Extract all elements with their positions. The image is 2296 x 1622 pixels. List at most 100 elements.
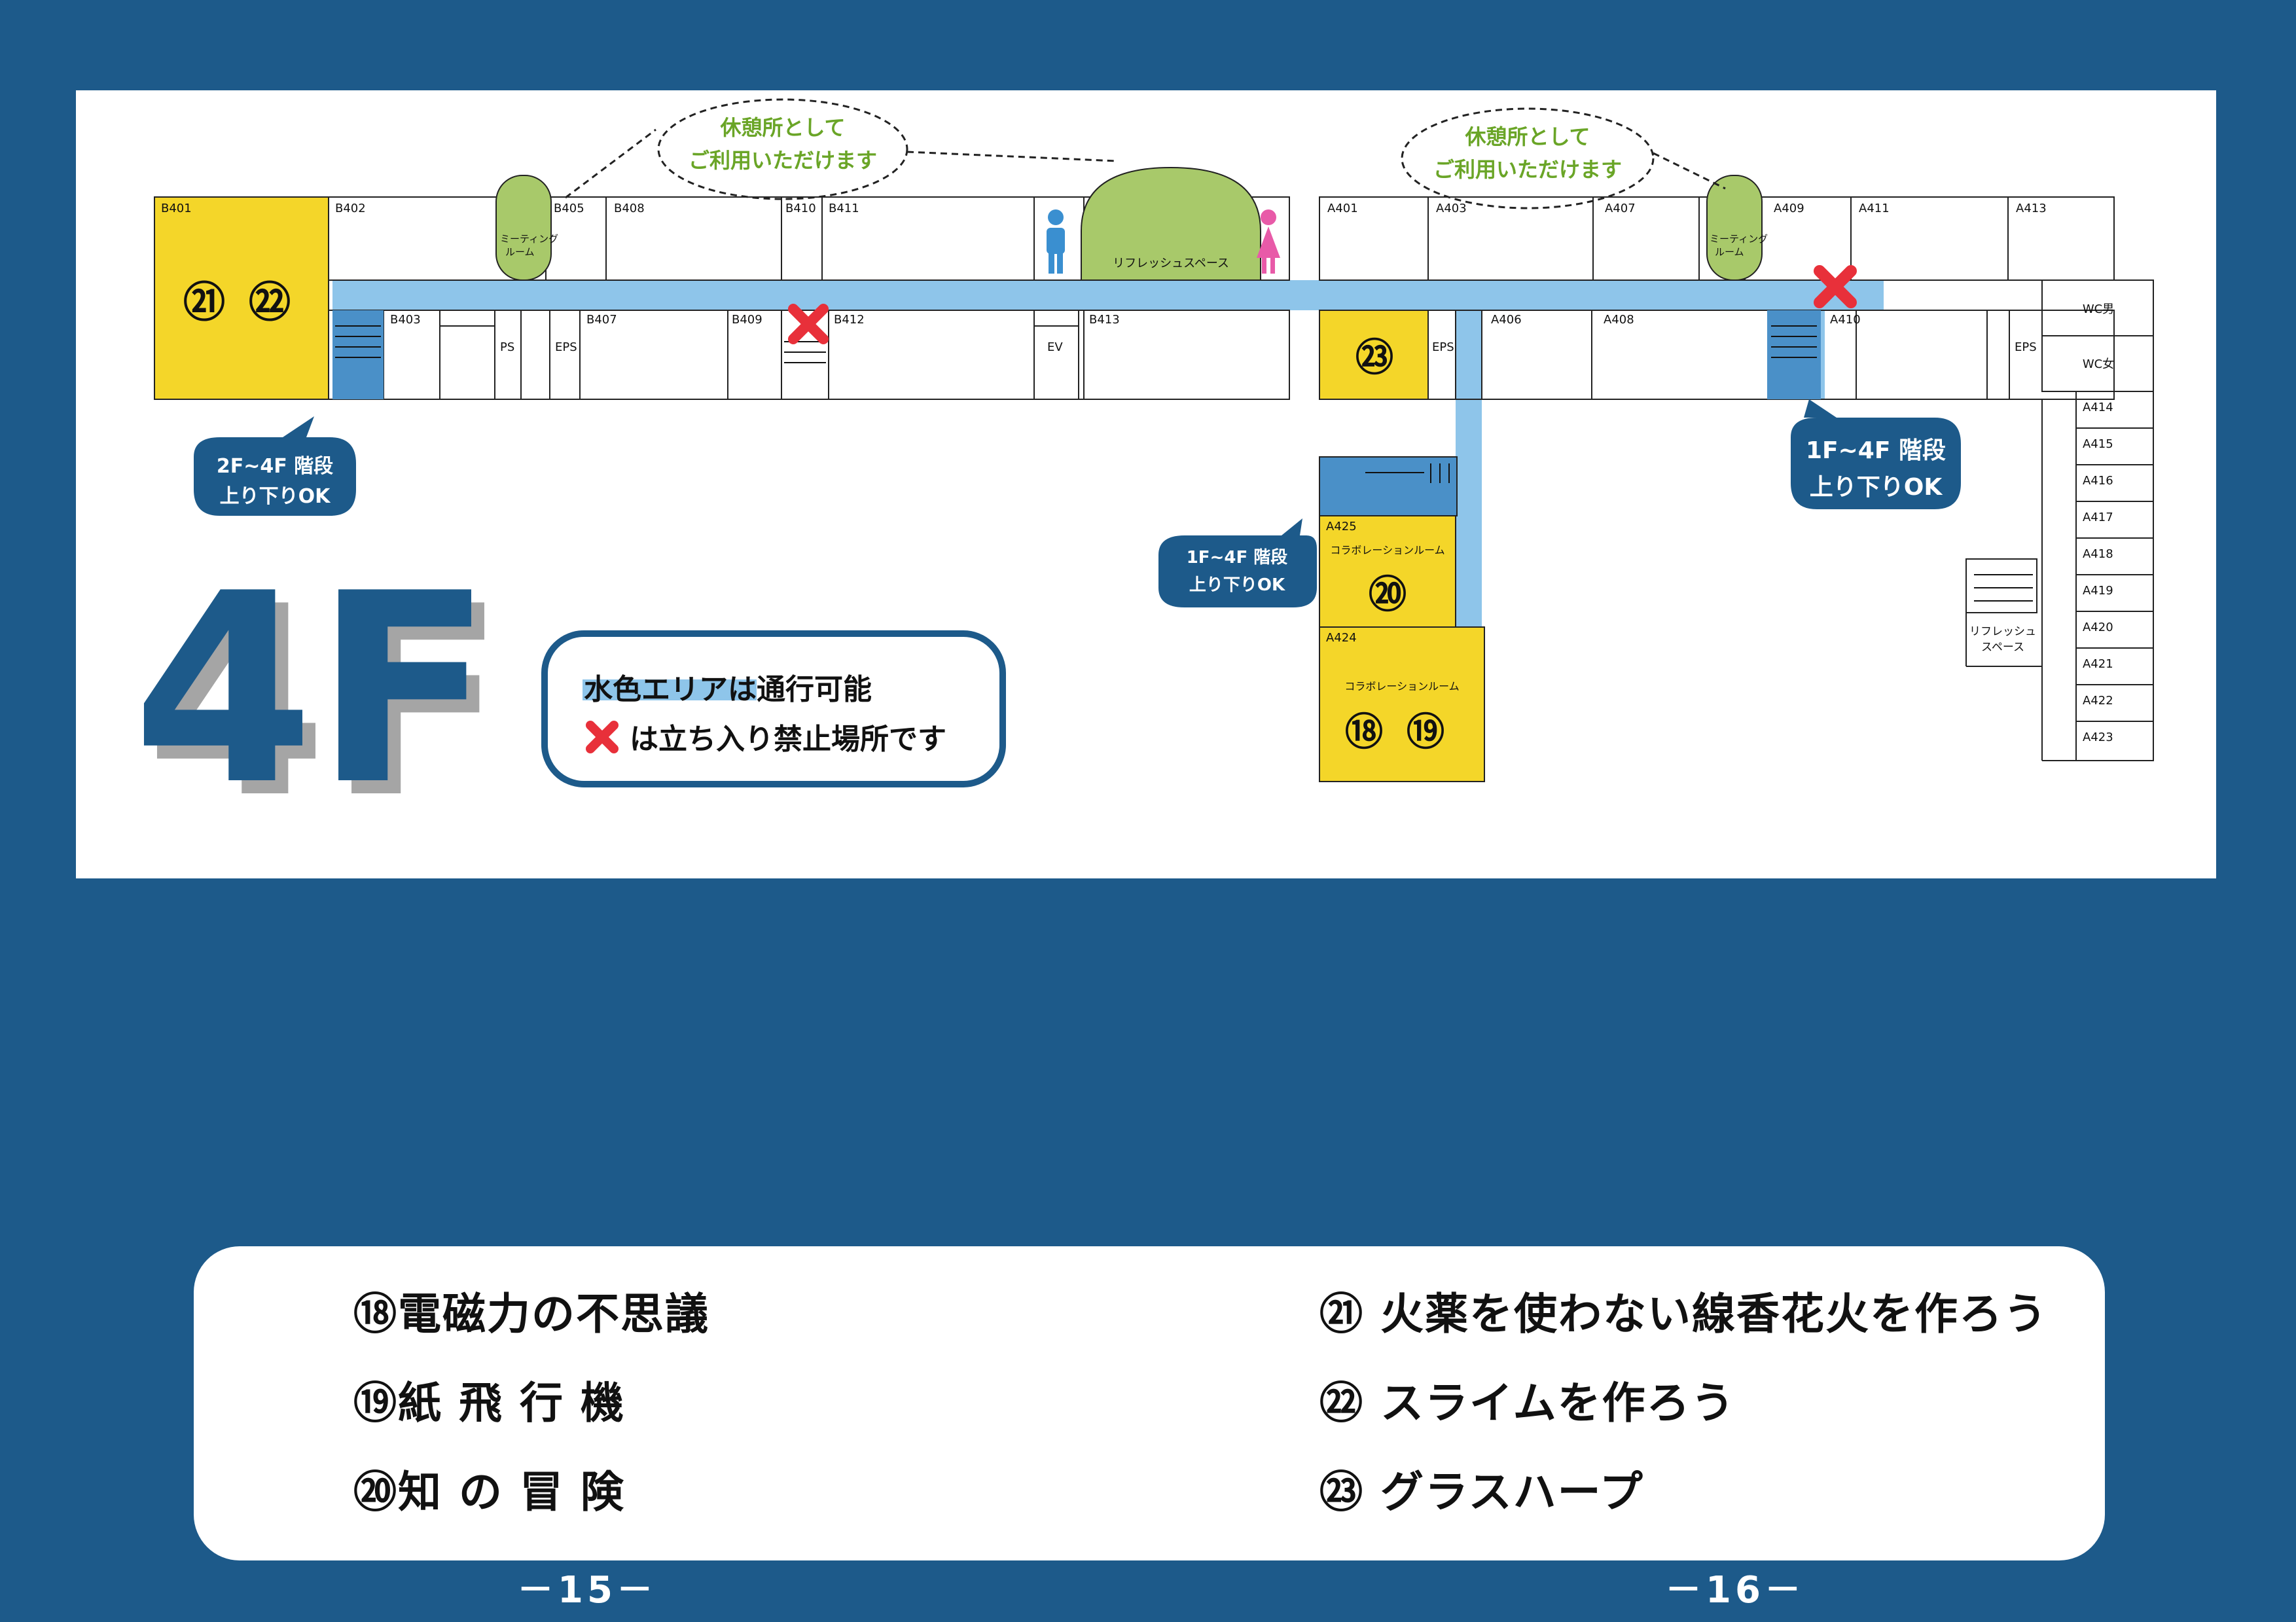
marker-19: ⑲ bbox=[1407, 710, 1444, 754]
room-label-b410: B410 bbox=[785, 202, 816, 215]
room-a425 bbox=[1319, 515, 1456, 628]
room-label-a408: A408 bbox=[1604, 313, 1634, 327]
meeting-room-west bbox=[495, 175, 552, 281]
legend-item-19: ⑲紙 飛 行 機 bbox=[353, 1378, 625, 1428]
room-label-a417: A417 bbox=[2083, 511, 2113, 524]
room-label-b403: B403 bbox=[390, 313, 421, 327]
marker-20: ⑳ bbox=[1369, 572, 1407, 617]
page-number-left: －15－ bbox=[517, 1569, 657, 1612]
floor-title-shadow: 4F bbox=[145, 551, 507, 856]
stairs-bubble-east-shape bbox=[1791, 399, 1961, 509]
stairs-callout-center-line2: 上り下りOK bbox=[1189, 575, 1285, 595]
legend-item-23: ㉓ グラスハープ bbox=[1319, 1467, 1644, 1517]
room-label-a425: A425 bbox=[1326, 520, 1357, 533]
east-wing bbox=[1965, 279, 2154, 761]
room-a424 bbox=[1319, 626, 1485, 782]
stair-hatching bbox=[335, 325, 2033, 602]
stairs-west bbox=[332, 310, 384, 399]
room-label-a401: A401 bbox=[1327, 202, 1358, 215]
refresh-label-center: リフレッシュスペース bbox=[1113, 257, 1229, 270]
room-label-ev: EV bbox=[1047, 340, 1063, 354]
room-label-a419: A419 bbox=[2083, 584, 2113, 598]
marker-22: ㉒ bbox=[249, 279, 291, 327]
room-label-eps-east-b: EPS bbox=[2015, 340, 2037, 354]
passable-highlight bbox=[583, 679, 757, 700]
marker-18: ⑱ bbox=[1345, 710, 1383, 754]
marker-23: ㉓ bbox=[1355, 335, 1393, 380]
room-label-a409: A409 bbox=[1774, 202, 1804, 215]
room-label-a410: A410 bbox=[1830, 313, 1861, 327]
room-label-a424: A424 bbox=[1326, 631, 1357, 645]
collab-label-a424: コラボレーションルーム bbox=[1344, 680, 1459, 693]
room-label-b409: B409 bbox=[732, 313, 762, 327]
room-label-a403: A403 bbox=[1436, 202, 1467, 215]
meeting-room-east bbox=[1706, 175, 1763, 281]
room-label-a407: A407 bbox=[1605, 202, 1636, 215]
meeting-label-west-2: ルーム bbox=[505, 246, 535, 258]
meeting-label-east-1: ミーティング bbox=[1710, 233, 1768, 245]
room-label-a422: A422 bbox=[2083, 694, 2113, 708]
collab-label-a425: コラボレーションルーム bbox=[1330, 544, 1444, 556]
wc-men-label: WC男 bbox=[2083, 302, 2114, 316]
room-label-b411: B411 bbox=[829, 202, 859, 215]
marker-21: ㉑ bbox=[183, 279, 225, 327]
room-label-a420: A420 bbox=[2083, 621, 2113, 634]
stairs-bubble-center-shape bbox=[1158, 518, 1317, 607]
room-label-b407: B407 bbox=[586, 313, 617, 327]
refresh-space-center bbox=[1081, 166, 1261, 281]
room-label-a406: A406 bbox=[1491, 313, 1522, 327]
room-label-a413: A413 bbox=[2016, 202, 2047, 215]
room-label-eps: EPS bbox=[555, 340, 577, 354]
refresh-label-east-2: スペース bbox=[1981, 641, 2024, 654]
rest-callout-east-line1: 休憩所として bbox=[1464, 124, 1590, 149]
room-label-b408: B408 bbox=[614, 202, 645, 215]
stairs-callout-center-line1: 1F~4F 階段 bbox=[1187, 547, 1288, 568]
rest-callout-west-line2: ご利用いただけます bbox=[689, 148, 877, 173]
meeting-label-west-1: ミーティング bbox=[500, 233, 558, 245]
stairs-east bbox=[1767, 310, 1821, 399]
room-label-a416: A416 bbox=[2083, 474, 2113, 488]
floor-title: 4F bbox=[132, 538, 493, 842]
legend-item-20: ⑳知 の 冒 険 bbox=[353, 1467, 625, 1517]
room-label-eps-east-a: EPS bbox=[1432, 340, 1454, 354]
rest-callout-west-line1: 休憩所として bbox=[719, 115, 845, 140]
room-label-a414: A414 bbox=[2083, 401, 2113, 414]
forbidden-mark-a409 bbox=[1814, 265, 1857, 308]
info-passable-text: 水色エリアは通行可能 bbox=[584, 673, 872, 706]
room-label-b412: B412 bbox=[834, 313, 865, 327]
room-a406-venue bbox=[1319, 310, 1429, 400]
room-b401 bbox=[154, 196, 329, 400]
room-label-b401: B401 bbox=[161, 202, 192, 215]
room-label-a418: A418 bbox=[2083, 547, 2113, 561]
corridor-main bbox=[332, 280, 1884, 310]
forbidden-mark-b410 bbox=[788, 304, 829, 344]
stairs-callout-east-line1: 1F~4F 階段 bbox=[1806, 437, 1946, 464]
stairs-callout-west-line2: 上り下りOK bbox=[220, 485, 332, 508]
room-label-b405: B405 bbox=[554, 202, 584, 215]
info-forbidden-text: は立ち入り禁止場所です bbox=[630, 723, 946, 756]
women-restroom-icon bbox=[1257, 209, 1280, 274]
meeting-label-east-2: ルーム bbox=[1715, 246, 1744, 258]
stairs-center bbox=[1319, 456, 1458, 516]
info-forbidden-icon bbox=[586, 721, 619, 753]
floor-title-shadow-text: 4F bbox=[145, 551, 507, 856]
legend-item-21: ㉑ 火薬を使わない線香花火を作ろう bbox=[1319, 1289, 2048, 1339]
info-box bbox=[541, 630, 1006, 787]
room-label-ps: PS bbox=[500, 340, 514, 354]
legend-item-22: ㉒ スライムを作ろう bbox=[1319, 1378, 1736, 1428]
room-label-a411: A411 bbox=[1859, 202, 1890, 215]
legend-panel: ⑱電磁力の不思議 ⑲紙 飛 行 機 ⑳知 の 冒 険 ㉑ 火薬を使わない線香花火… bbox=[194, 1246, 2105, 1560]
page-number-right: －16－ bbox=[1665, 1569, 1805, 1612]
refresh-label-east-1: リフレッシュ bbox=[1969, 625, 2036, 638]
room-label-a423: A423 bbox=[2083, 730, 2113, 744]
room-label-a415: A415 bbox=[2083, 437, 2113, 451]
room-label-b402: B402 bbox=[335, 202, 366, 215]
wc-women-label: WC女 bbox=[2083, 357, 2114, 371]
rest-callout-east-line2: ご利用いただけます bbox=[1433, 157, 1622, 182]
rest-callout-lines bbox=[565, 98, 1726, 209]
room-label-b413: B413 bbox=[1089, 313, 1120, 327]
